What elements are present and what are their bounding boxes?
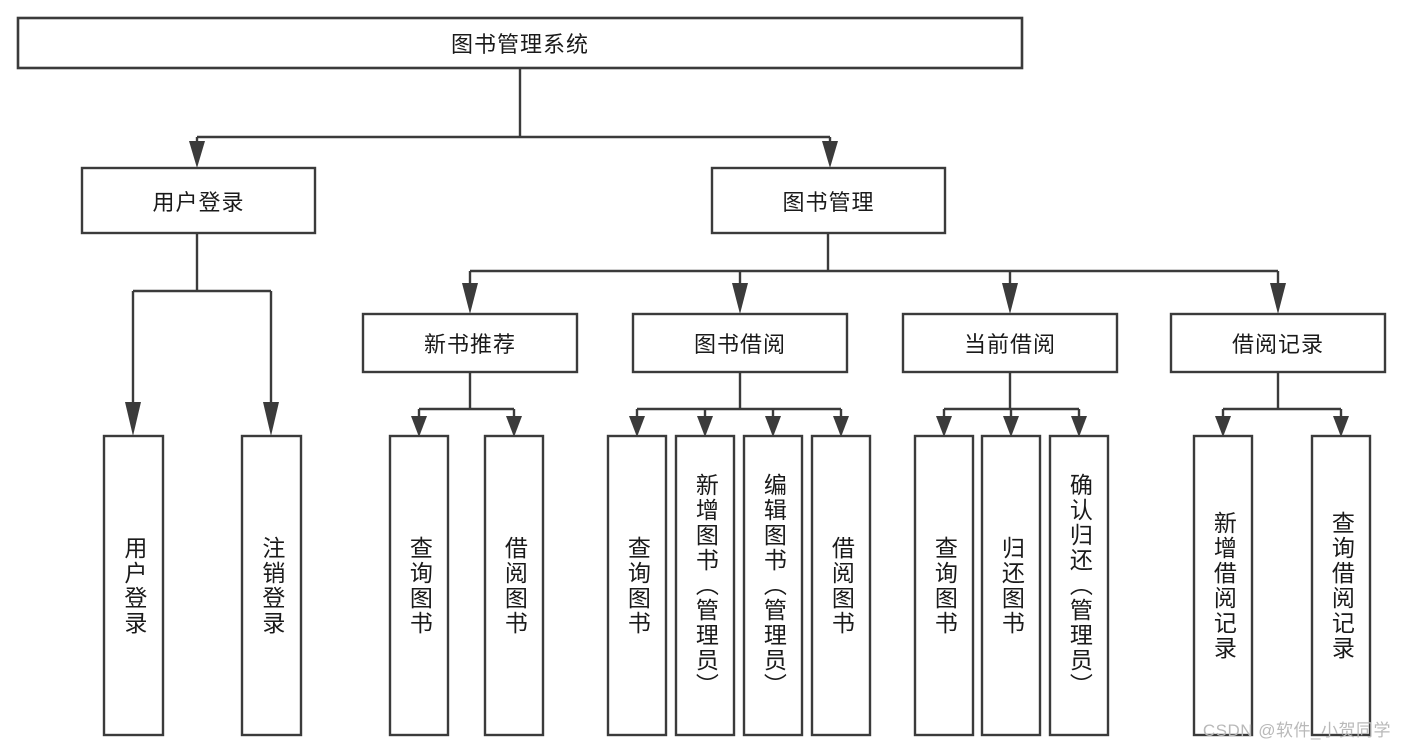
node-level3-0-box[interactable] xyxy=(361,312,579,374)
arrow-head-icon xyxy=(822,141,838,168)
arrow-head-icon xyxy=(1215,416,1231,437)
node-leaf-newbook-1-box[interactable] xyxy=(483,434,545,737)
connector-userlogin-to-leaves xyxy=(125,233,279,436)
arrow-head-icon xyxy=(189,141,205,168)
node-leaf-currentborrow-2-box[interactable] xyxy=(1048,434,1110,737)
node-root-box[interactable] xyxy=(16,16,1024,70)
node-leaf-bookborrow-2-box[interactable] xyxy=(742,434,804,737)
arrow-head-icon xyxy=(1270,283,1286,314)
arrow-head-icon xyxy=(833,416,849,437)
arrow-head-icon xyxy=(506,416,522,437)
node-leaf-bookborrow-0-box[interactable] xyxy=(606,434,668,737)
arrow-head-icon xyxy=(1002,283,1018,314)
node-leaf-bookborrow-3-box[interactable] xyxy=(810,434,872,737)
node-leaf-newbook-0-box[interactable] xyxy=(388,434,450,737)
arrow-head-icon xyxy=(697,416,713,437)
arrow-head-icon xyxy=(732,283,748,314)
node-level2-1-box[interactable] xyxy=(710,166,947,235)
node-level3-1-box[interactable] xyxy=(631,312,849,374)
node-leaf-borrowrecord-1-box[interactable] xyxy=(1310,434,1372,737)
arrow-head-icon xyxy=(765,416,781,437)
watermark: CSDN @软件_小贺同学 xyxy=(1202,721,1391,740)
node-level3-2-box[interactable] xyxy=(901,312,1119,374)
node-level2-0-box[interactable] xyxy=(80,166,317,235)
arrow-head-icon xyxy=(936,416,952,437)
node-leaf-borrowrecord-0-box[interactable] xyxy=(1192,434,1254,737)
node-leaf-bookborrow-1-box[interactable] xyxy=(674,434,736,737)
node-leaf-currentborrow-0-box[interactable] xyxy=(913,434,975,737)
connector-newbook-to-leaves xyxy=(411,372,522,437)
arrow-head-icon xyxy=(629,416,645,437)
arrow-head-icon xyxy=(462,283,478,314)
connector-borrowrecord-to-leaves xyxy=(1215,372,1349,437)
node-leaf-userlogin-1-box[interactable] xyxy=(240,434,303,737)
connector-bookborrow-to-leaves xyxy=(629,372,849,437)
connector-root-to-level2 xyxy=(189,67,838,168)
arrow-head-icon xyxy=(263,402,279,436)
node-leaf-currentborrow-1-box[interactable] xyxy=(980,434,1042,737)
node-leaf-userlogin-0-box[interactable] xyxy=(102,434,165,737)
arrow-head-icon xyxy=(411,416,427,437)
arrow-head-icon xyxy=(1003,416,1019,437)
connector-currentborrow-to-leaves xyxy=(936,372,1087,437)
arrow-head-icon xyxy=(125,402,141,436)
connector-bookmgmt-to-level3 xyxy=(462,233,1286,314)
node-level3-3-box[interactable] xyxy=(1169,312,1387,374)
arrow-head-icon xyxy=(1333,416,1349,437)
arrow-head-icon xyxy=(1071,416,1087,437)
